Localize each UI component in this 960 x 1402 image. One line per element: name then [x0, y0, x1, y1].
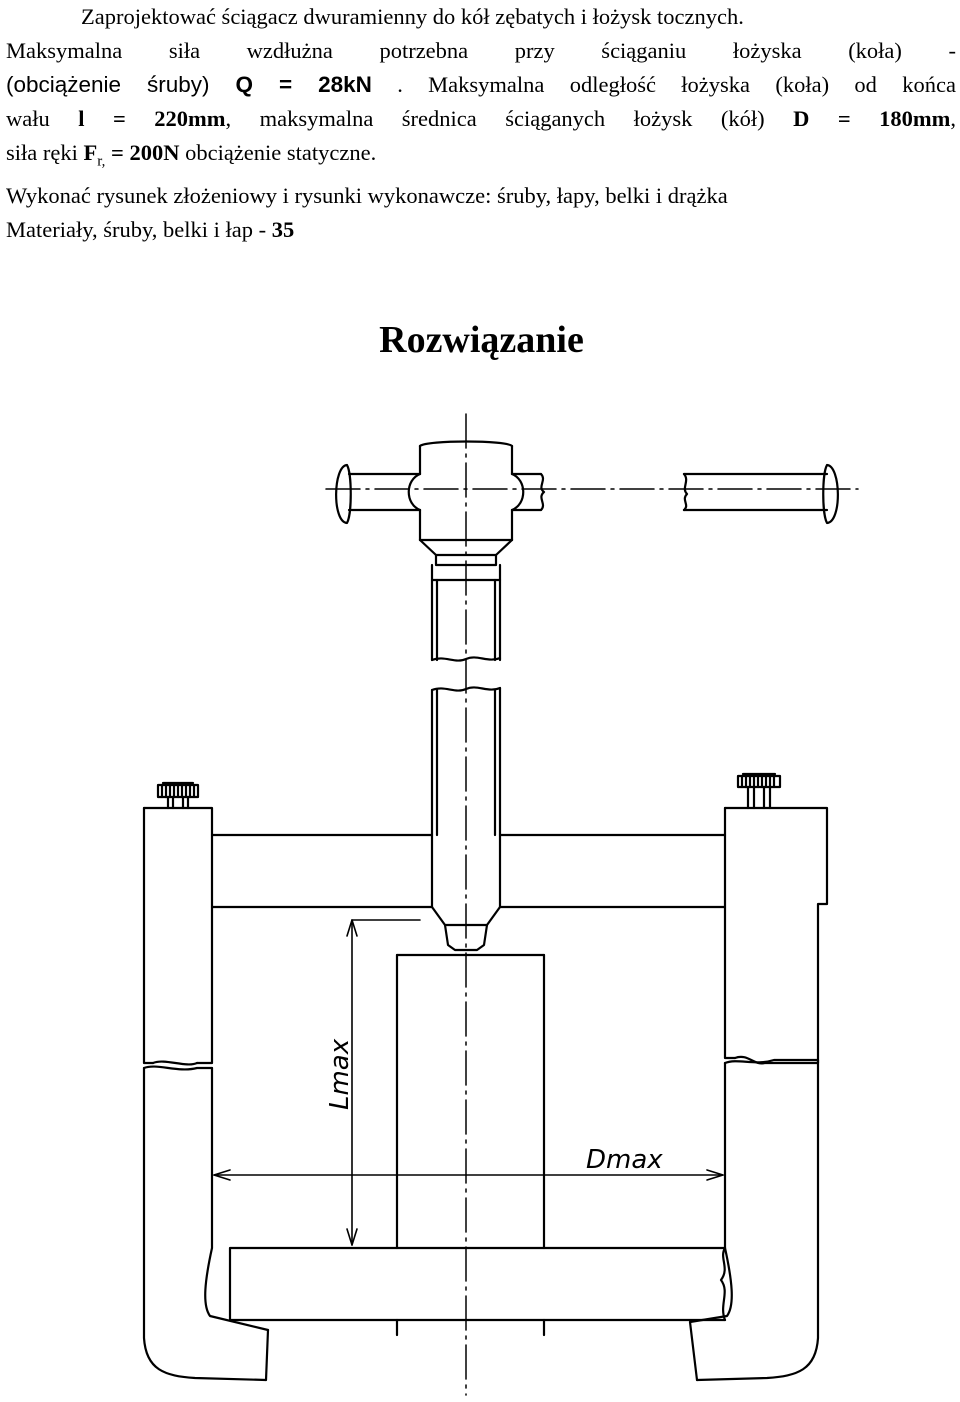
- dimension-dmax: [213, 1169, 724, 1181]
- task-text: wału: [6, 106, 79, 131]
- task-line-2: Maksymalna siła wzdłużna potrzebna przy …: [6, 38, 956, 63]
- task-text: siła ręki: [6, 140, 84, 165]
- dimension-lmax-label: Lmax: [325, 1038, 355, 1110]
- cross-beam: [210, 833, 727, 909]
- task-line-4: wału l = 220mm, maksymalna średnica ścią…: [6, 102, 956, 136]
- bearing: [228, 1246, 727, 1337]
- task-line-5: siła ręki Fr, = 200N obciążenie statyczn…: [6, 136, 956, 179]
- task-text: obciążenie statyczne.: [179, 140, 377, 165]
- left-arm: [142, 781, 270, 1382]
- dimension-lmax: [346, 919, 421, 1246]
- task-line-3: (obciążenie śruby) Q = 28kN . Maksymalna…: [6, 68, 956, 102]
- task-description: Zaprojektować ściągacz dwuramienny do kó…: [6, 0, 956, 247]
- task-text: . Maksymalna odległość łożyska (koła) od…: [371, 72, 956, 97]
- task-line-6: Wykonać rysunek złożeniowy i rysunki wyk…: [6, 182, 728, 208]
- solution-heading: Rozwiązanie: [379, 319, 584, 361]
- handle-bar: [335, 463, 839, 525]
- material-value: 35: [271, 216, 295, 242]
- task-text: (obciążenie śruby): [6, 72, 236, 97]
- task-line-7: Materiały, śruby, belki i łap - 35: [6, 213, 956, 247]
- right-arm: [688, 772, 829, 1382]
- task-text: , maksymalna średnica ściąganych łożysk …: [225, 106, 794, 131]
- screw-upper: [430, 563, 502, 662]
- dimension-dmax-label: Dmax: [586, 1145, 663, 1175]
- load-value: Q = 28kN: [235, 72, 372, 97]
- diameter-value: D = 180mm: [793, 106, 951, 131]
- force-symbol: F: [83, 140, 98, 165]
- force-value: = 200N: [105, 140, 180, 165]
- task-text: ,: [950, 106, 956, 131]
- force-subscript: r,: [97, 153, 106, 170]
- length-value: l = 220mm: [78, 106, 226, 131]
- shaft: [395, 953, 546, 1250]
- task-line-1: Zaprojektować ściągacz dwuramienny do kó…: [81, 4, 744, 29]
- task-text: Materiały, śruby, belki i łap -: [6, 216, 272, 242]
